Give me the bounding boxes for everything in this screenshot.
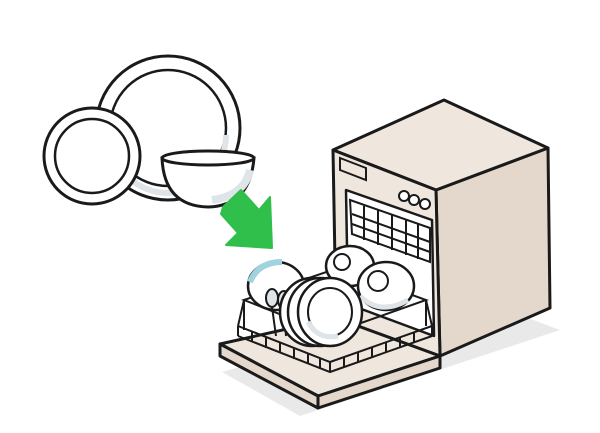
dishwasher-icon [218,98,560,416]
control-panel [339,156,431,210]
bowl-icon [356,260,416,312]
control-knob [419,198,431,210]
upper-rack [348,198,431,264]
dishwasher-door [218,316,442,410]
lower-rack-front [237,299,433,374]
small-plate-icon [42,106,142,206]
control-knob [398,190,410,202]
lower-rack-dishes [246,244,416,348]
bowl-icon [160,149,256,209]
control-knob [408,194,420,206]
plate-stack-icon [278,276,364,348]
arrow-down-right-icon [220,189,273,249]
